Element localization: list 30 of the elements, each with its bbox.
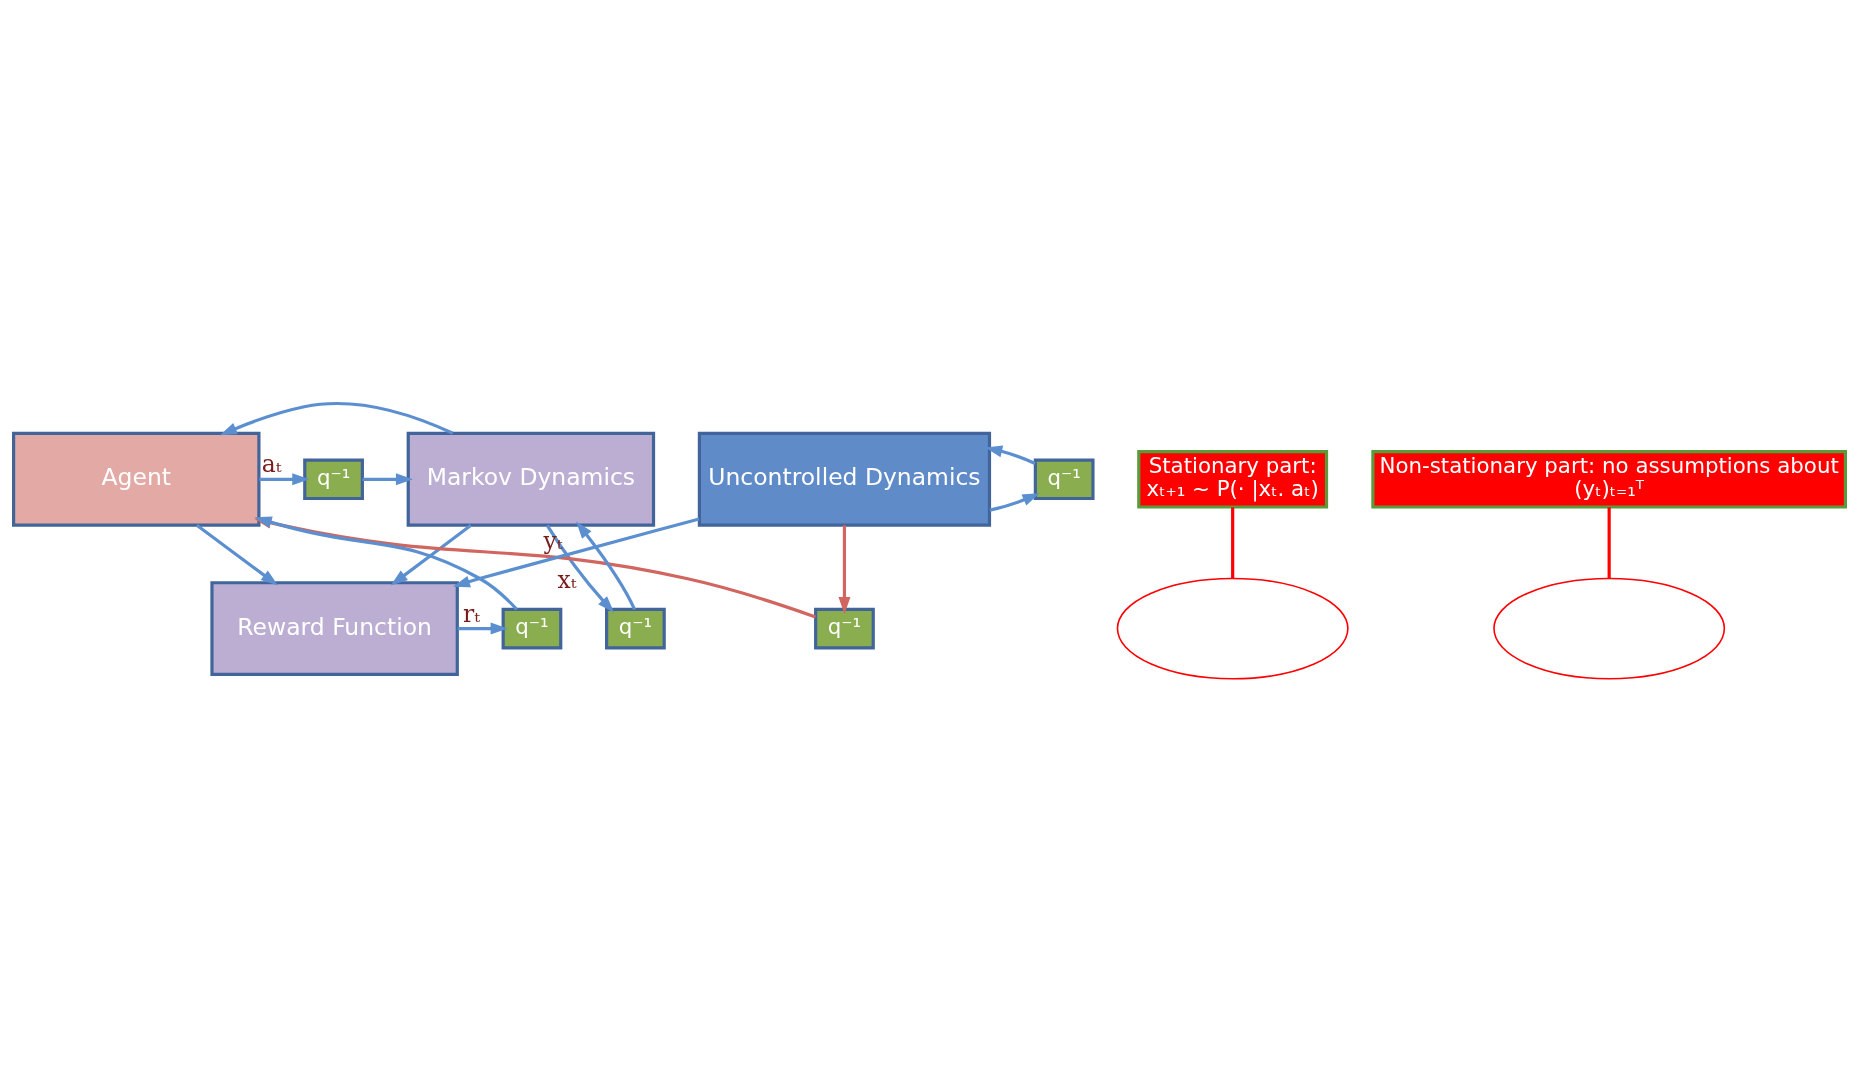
arrow [985, 444, 1036, 465]
arrow [219, 401, 454, 435]
arrow [452, 516, 700, 587]
arrow [259, 472, 310, 485]
arrow [989, 492, 1040, 512]
node-ellipse [1493, 577, 1726, 680]
arrow [457, 622, 508, 635]
arrow [838, 524, 851, 614]
node-box: q⁻¹ [501, 607, 563, 649]
arrow [545, 523, 615, 613]
node-box: Non-stationary part: no assumptions about (yₜ)ₜ₌₁ᵀ [1371, 449, 1847, 509]
node-box: Reward Function [210, 580, 459, 676]
node-box: q⁻¹ [1033, 458, 1095, 500]
node-box: Agent [12, 431, 261, 527]
arrow [576, 521, 636, 610]
arrow [362, 472, 414, 485]
edge-label: rₜ [463, 599, 481, 628]
node-box: q⁻¹ [814, 607, 875, 649]
node-box: q⁻¹ [605, 607, 666, 649]
node-box: q⁻¹ [303, 458, 364, 500]
node-box: Markov Dynamics [406, 431, 656, 527]
edge-label: aₜ [261, 449, 282, 478]
connector [1231, 506, 1235, 578]
arrow [195, 523, 278, 585]
arrow [390, 523, 472, 585]
edge-label: xₜ [557, 565, 577, 594]
node-box: Uncontrolled Dynamics [697, 431, 992, 527]
node-box: Stationary part: xₜ₊₁ ~ P(· |xₜ. aₜ) [1137, 449, 1329, 509]
connector [1607, 506, 1611, 578]
node-ellipse [1116, 577, 1349, 680]
